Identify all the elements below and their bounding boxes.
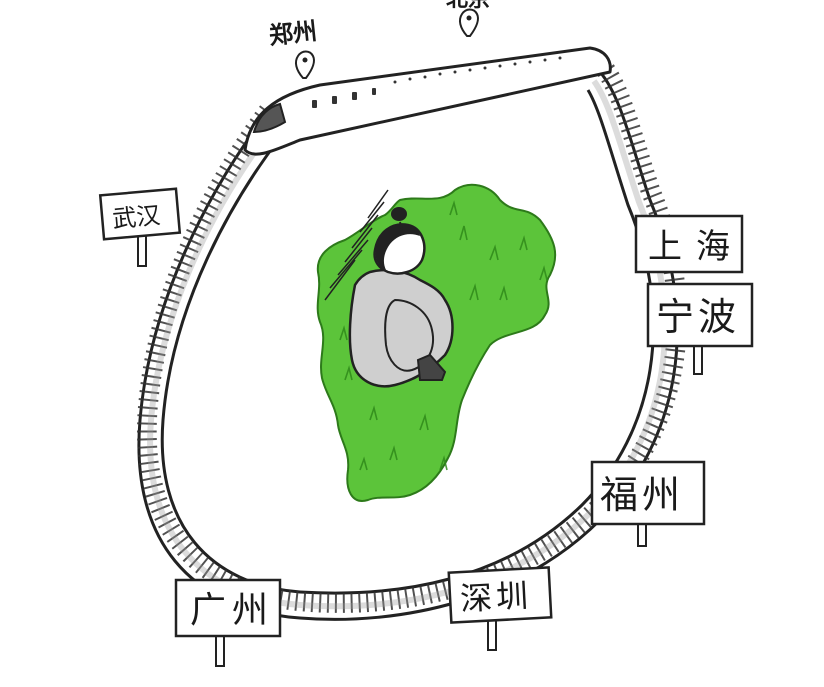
high-speed-train-icon [243,46,612,156]
city-label-beijing-partial: 北京 [446,0,490,12]
station-sign-guangzhou: 广州 [174,578,282,667]
crouching-person [324,189,454,388]
map-pin-icon [294,50,316,79]
station-sign-fuzhou: 福州 [590,460,706,547]
station-sign-ningbo: 宁波 [646,282,754,375]
sign-label-wuhan: 武汉 [111,201,161,233]
sign-label-guangzhou: 广州 [190,590,274,631]
sign-label-ningbo: 宁波 [656,295,740,339]
sign-label-fuzhou: 福州 [600,473,684,517]
map-pin-icon [458,8,480,37]
sign-label-shanghai: 上海 [648,227,744,267]
station-sign-shanghai: 上海 [634,214,744,274]
station-sign-wuhan: 武汉 [98,187,182,267]
sign-label-shenzhen: 深圳 [459,576,533,618]
station-sign-shenzhen: 深圳 [447,566,553,651]
city-label-zhengzhou: 郑州 [268,17,319,50]
